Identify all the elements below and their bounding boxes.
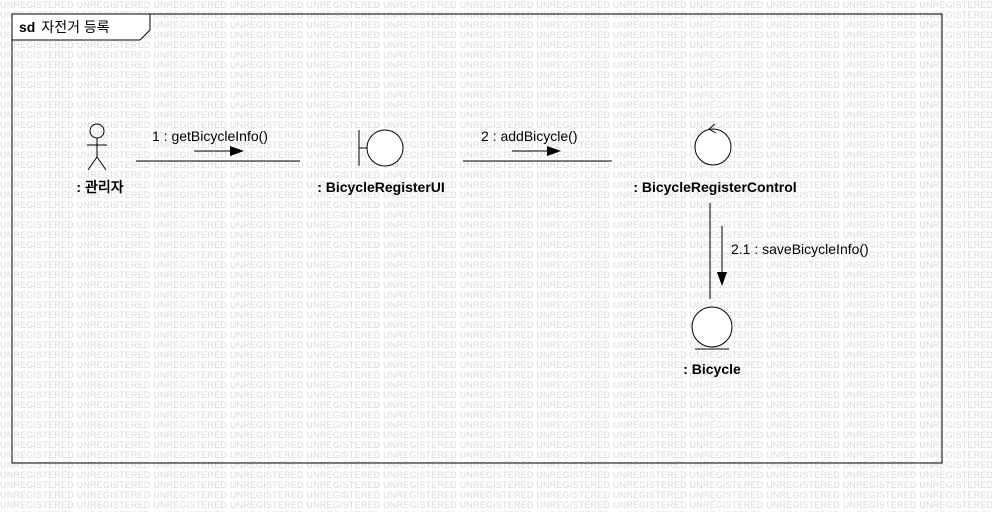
control-label: : BicycleRegisterControl (633, 179, 796, 195)
boundary-label: : BicycleRegisterUI (317, 179, 445, 195)
entity-label: : Bicycle (683, 361, 741, 377)
actor-icon[interactable] (87, 123, 107, 171)
message-label-1: 1 : getBicycleInfo() (152, 128, 268, 144)
message-arrow-icon (717, 226, 727, 286)
message-label-2: 2 : addBicycle() (481, 128, 577, 144)
frame-tab (11, 13, 151, 41)
actor-label: : 관리자 (76, 179, 123, 195)
entity-icon[interactable] (691, 306, 733, 350)
boundary-icon[interactable] (358, 129, 404, 167)
message-arrow-icon (512, 146, 561, 156)
message-arrow-icon (194, 146, 244, 156)
diagram-frame (11, 13, 943, 464)
message-label-3: 2.1 : saveBicycleInfo() (731, 241, 869, 257)
control-icon[interactable] (694, 123, 732, 166)
